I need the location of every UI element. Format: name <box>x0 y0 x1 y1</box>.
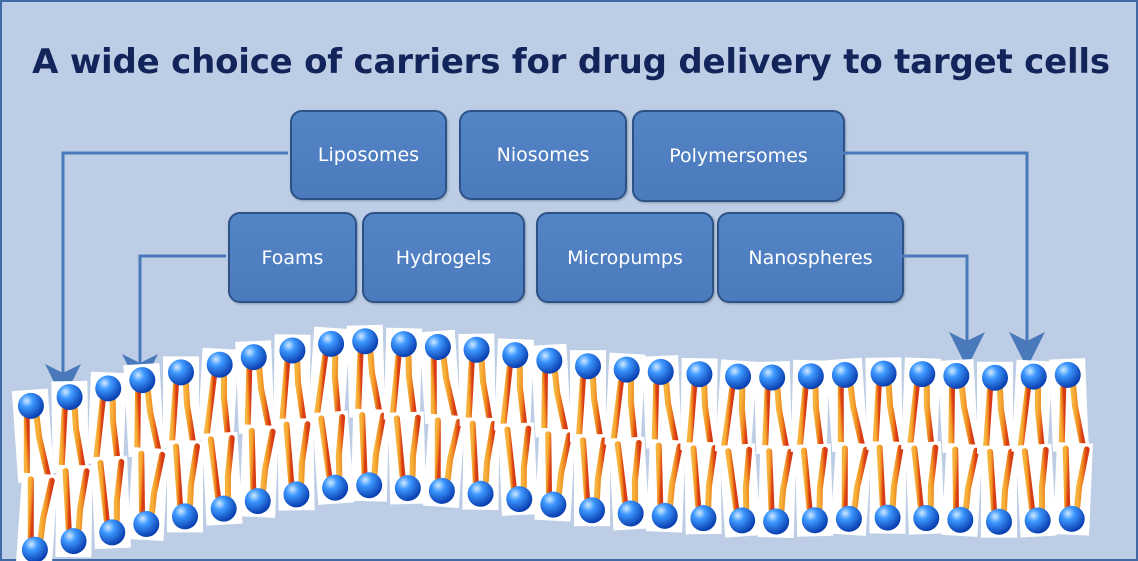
lipid-top <box>11 388 55 483</box>
lipid-top <box>977 361 1013 454</box>
lipid-bottom <box>646 439 686 533</box>
lipid-top <box>235 340 275 434</box>
carrier-box-foams: Foams <box>228 212 357 303</box>
arrow-polymersomes <box>843 151 1045 368</box>
arrow-nanospheres <box>902 254 985 368</box>
lipid-bottom <box>15 472 59 561</box>
carrier-box-polymersomes: Polymersomes <box>632 110 845 202</box>
carrier-box-niosomes: Niosomes <box>459 110 627 200</box>
lipid-top <box>604 352 646 447</box>
lipid-bottom <box>829 441 873 537</box>
connector-arrows <box>45 151 1045 400</box>
lipid-top <box>1049 358 1089 452</box>
lipid-bottom <box>239 424 279 518</box>
lipid-top <box>458 333 496 427</box>
lipid-top <box>273 334 311 427</box>
lipid-top <box>642 355 682 449</box>
carrier-box-hydrogels: Hydrogels <box>362 212 525 303</box>
lipid-bottom <box>277 418 315 511</box>
lipid-bilayer-illustration <box>11 324 1093 561</box>
lipid-top <box>680 357 718 451</box>
lipid-bottom <box>869 441 907 534</box>
carrier-box-liposomes: Liposomes <box>290 110 447 200</box>
lipid-bottom <box>462 417 500 511</box>
lipid-top <box>494 338 534 432</box>
lipid-top <box>307 326 351 421</box>
lipid-top <box>901 357 941 451</box>
lipid-top <box>825 357 869 453</box>
lipid-bottom <box>608 436 650 531</box>
lipid-bottom <box>55 464 93 558</box>
lipid-bottom <box>905 441 945 535</box>
diagram-title: A wide choice of carriers for drug deliv… <box>32 42 1110 82</box>
lipid-bottom <box>757 445 797 539</box>
lipid-top <box>383 327 423 421</box>
carrier-box-micropumps: Micropumps <box>536 212 714 303</box>
lipid-bottom <box>941 442 983 537</box>
lipid-top <box>530 343 572 438</box>
lipid-top <box>1011 359 1053 454</box>
lipid-top <box>51 380 89 474</box>
lipid-bottom <box>498 422 538 516</box>
lipid-top <box>937 358 979 453</box>
lipid-bottom <box>1053 442 1093 536</box>
lipid-top <box>753 361 793 455</box>
arrow-foams <box>122 254 226 390</box>
lipid-top <box>87 371 127 466</box>
lipid-bottom <box>167 440 203 533</box>
lipid-bottom <box>718 443 762 538</box>
lipid-bottom <box>1015 443 1057 538</box>
lipid-top <box>418 329 462 425</box>
lipid-bottom <box>127 447 169 542</box>
arrow-liposomes <box>45 151 288 400</box>
lipid-bottom <box>981 445 1017 538</box>
lipid-top <box>570 350 606 443</box>
lipid-bottom <box>350 408 390 502</box>
lipid-bottom <box>422 413 466 509</box>
lipid-top <box>346 324 386 418</box>
lipid-top <box>123 363 165 458</box>
lipid-bottom <box>794 443 834 537</box>
lipid-bottom <box>684 441 722 535</box>
lipid-bottom <box>201 431 243 526</box>
lipid-bottom <box>387 411 427 505</box>
lipid-bottom <box>574 434 610 527</box>
lipid-top <box>197 347 239 442</box>
lipid-top <box>865 357 903 450</box>
lipid-bottom <box>311 410 355 505</box>
lipid-bottom <box>91 455 131 550</box>
lipid-top <box>790 359 830 453</box>
lipid-top <box>163 356 199 449</box>
lipid-top <box>714 359 758 454</box>
lipid-bottom <box>534 427 576 522</box>
